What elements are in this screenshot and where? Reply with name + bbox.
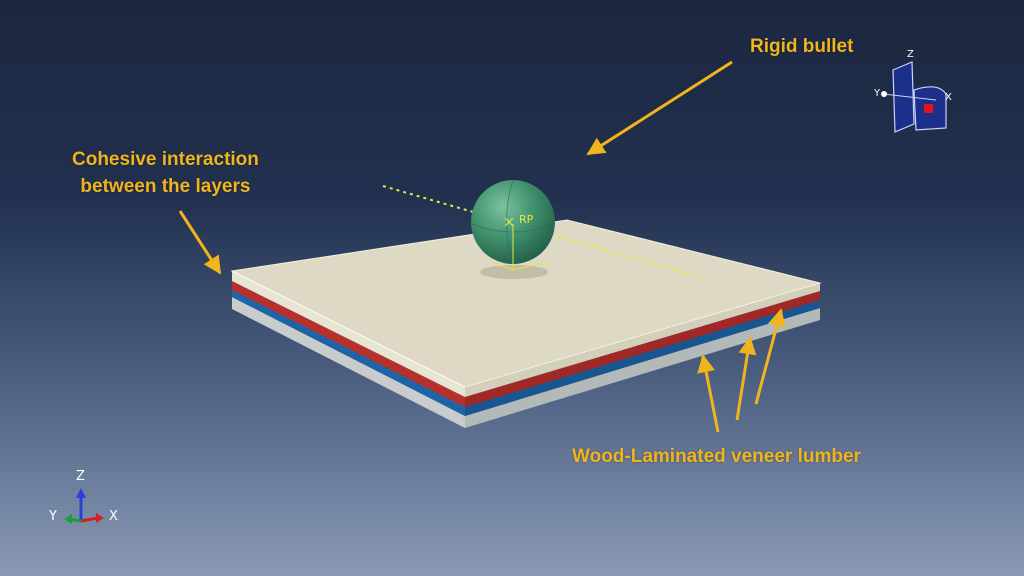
cohesive-interaction-label: Cohesive interaction between the layers bbox=[72, 146, 259, 200]
cohesive-label-line2: between the layers bbox=[80, 176, 251, 197]
reference-point-label: RP bbox=[519, 213, 534, 226]
rigid-bullet-sphere bbox=[471, 179, 555, 279]
wood-arrow-2 bbox=[735, 336, 757, 421]
blue-layer-right bbox=[465, 300, 820, 416]
top-layer-front bbox=[232, 271, 465, 397]
axis-y-label: Y bbox=[48, 509, 57, 524]
view-cube-y: Y bbox=[873, 88, 881, 99]
wood-lvl-label: Wood-Laminated veneer lumber bbox=[572, 446, 861, 467]
cohesive-arrow bbox=[178, 210, 222, 275]
view-cube-x: X bbox=[945, 92, 952, 103]
top-layer-right bbox=[465, 283, 820, 397]
axis-x-label: X bbox=[109, 509, 118, 524]
view-cube-z: Z bbox=[907, 49, 914, 60]
axis-z-label: Z bbox=[76, 469, 85, 484]
wood-arrow-3 bbox=[754, 308, 786, 405]
bottom-layer-front bbox=[232, 297, 465, 428]
view-cube[interactable]: Z Y X bbox=[873, 49, 952, 133]
axis-triad: Z Y X bbox=[48, 469, 118, 524]
red-layer-right bbox=[465, 291, 820, 407]
laminated-plate bbox=[230, 219, 822, 428]
blue-layer-front bbox=[232, 290, 465, 416]
rigid-bullet-label: Rigid bullet bbox=[750, 36, 854, 57]
bottom-layer-right bbox=[465, 308, 820, 428]
red-layer-front bbox=[232, 281, 465, 407]
reference-point-marker: RP bbox=[493, 213, 551, 271]
cohesive-label-line1: Cohesive interaction bbox=[72, 149, 259, 170]
rigid-bullet-arrow bbox=[586, 60, 733, 156]
wood-arrow-1 bbox=[697, 354, 720, 433]
